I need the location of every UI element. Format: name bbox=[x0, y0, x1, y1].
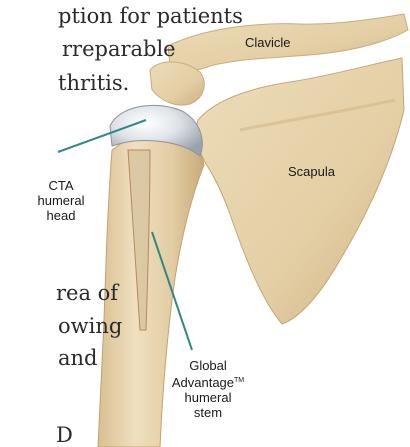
trademark-mark: TM bbox=[234, 377, 244, 384]
body-text-line-2: rreparable bbox=[62, 36, 176, 63]
label-stem-brand: Advantage bbox=[172, 375, 234, 390]
label-cta-line-3: head bbox=[36, 208, 86, 223]
body-text-line-1: ption for patients bbox=[58, 3, 243, 30]
body-text-line-4: rea of bbox=[56, 280, 118, 307]
label-stem-line-3: humeral bbox=[166, 390, 250, 405]
label-stem-line-4: stem bbox=[166, 405, 250, 420]
body-text-line-3: thritis. bbox=[58, 70, 129, 97]
label-clavicle: Clavicle bbox=[245, 35, 291, 50]
label-stem-line-1: Global bbox=[166, 358, 250, 373]
body-text-line-5: owing bbox=[58, 313, 122, 340]
label-cta-line-1: CTA bbox=[36, 178, 86, 193]
body-text-line-6: and bbox=[58, 345, 98, 372]
label-scapula: Scapula bbox=[288, 164, 335, 179]
scapula-bone bbox=[196, 58, 404, 324]
label-global-advantage-stem: Global AdvantageTM humeral stem bbox=[166, 358, 250, 420]
label-cta-line-2: humeral bbox=[36, 193, 86, 208]
label-stem-line-2: AdvantageTM bbox=[166, 373, 250, 390]
body-text-line-7: D bbox=[56, 422, 73, 447]
label-cta-humeral-head: CTA humeral head bbox=[36, 178, 86, 223]
